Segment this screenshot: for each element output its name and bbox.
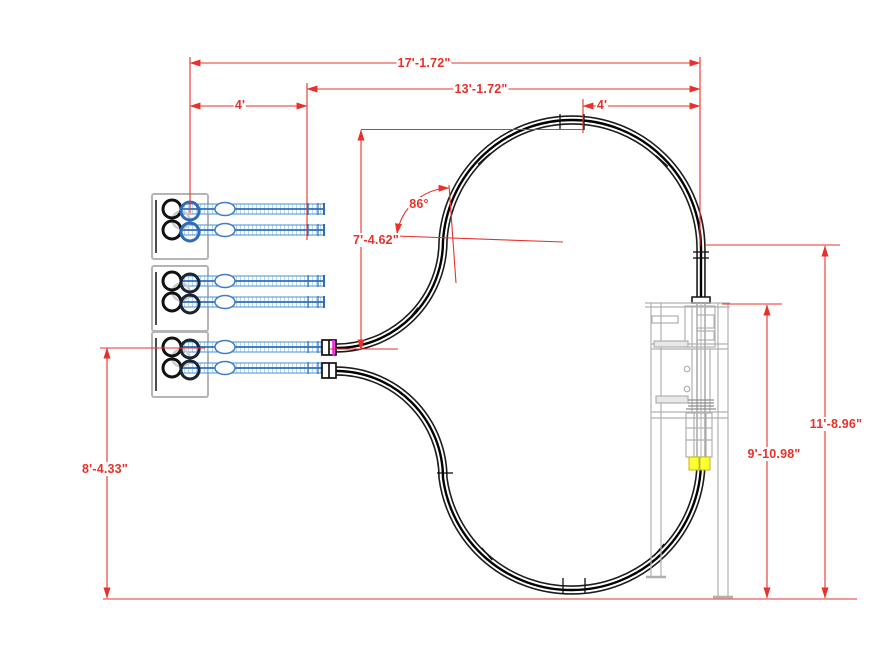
bottom-loop-track <box>335 366 706 595</box>
dim-curve-angle-label: 86° <box>408 197 430 211</box>
mainline-track <box>321 114 711 595</box>
siding-tracks <box>182 201 325 376</box>
dim-loop-top-to-yard-label: 7'-4.62" <box>352 233 400 247</box>
dim-yard-lead-left-label: 4' <box>233 98 247 112</box>
top-loop-track <box>335 115 706 353</box>
highlighted-track-section <box>688 456 711 471</box>
dimension-lines <box>100 57 857 600</box>
dim-structure-to-baseline-label: 9'-10.98" <box>746 447 802 461</box>
track-end-cap <box>691 296 711 304</box>
yard-sidings <box>151 193 325 398</box>
dim-overall-width-label: 17'-1.72" <box>396 56 452 70</box>
siding-section-ellipses <box>214 201 236 376</box>
elevated-structure <box>645 302 733 599</box>
dim-top-right-segment-label: 4' <box>595 98 609 112</box>
hidden-track-under-structure <box>696 303 706 458</box>
dim-yard-to-baseline-label: 8'-4.33" <box>81 462 129 476</box>
track-joint-ticks <box>407 114 709 594</box>
dim-loop-width-label: 13'-1.72" <box>453 82 509 96</box>
dim-right-side-height-label: 11'-8.96" <box>808 417 864 431</box>
